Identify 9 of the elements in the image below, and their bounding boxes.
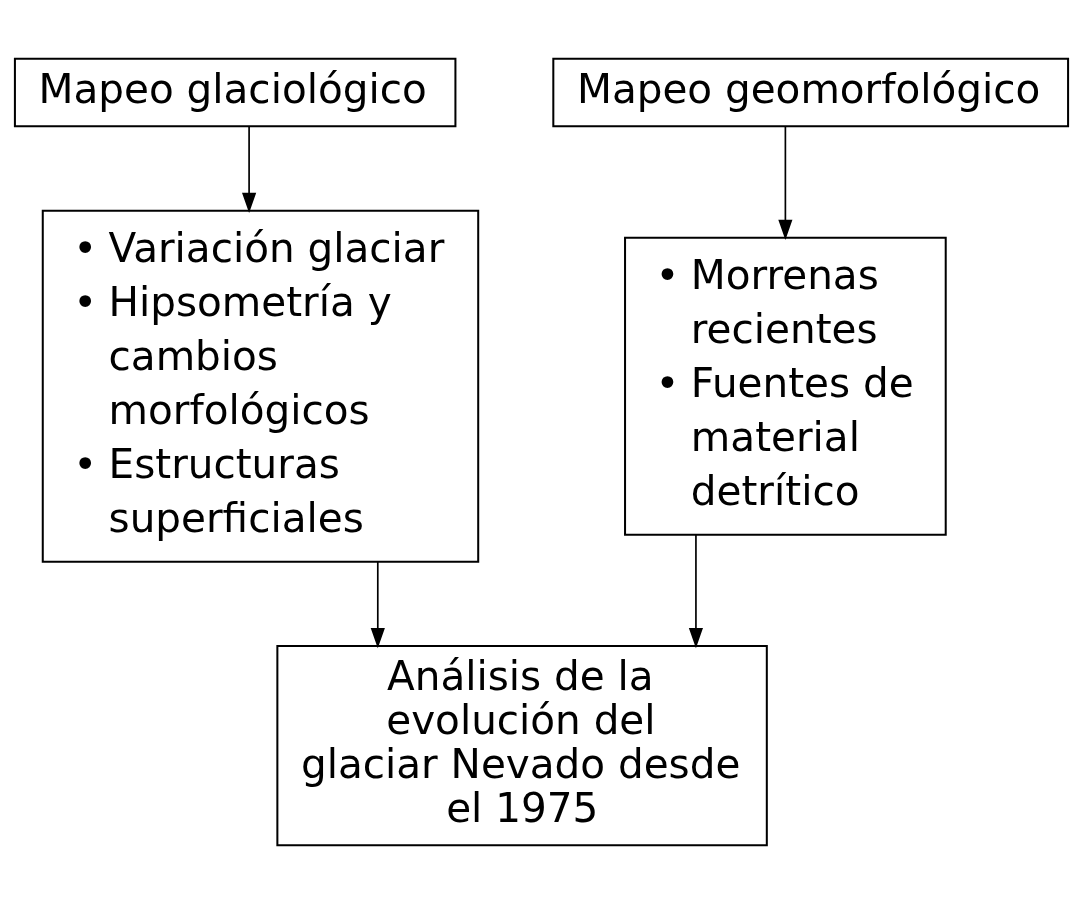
arrow [688, 534, 704, 649]
node-box: Análisis de la evolución del glaciar Nevado desde el 1975 [276, 645, 768, 847]
node-box: • Variación glaciar • Hipsometría y cambios morfológicos • Estructuras superficiales [41, 209, 480, 563]
arrow [370, 560, 385, 649]
node-box: • Morrenas recientes • Fuentes de material detrítico [624, 236, 947, 536]
arrow [778, 125, 793, 241]
node-box: Mapeo geomorfológico [552, 57, 1070, 128]
node-box: Mapeo glaciológico [13, 57, 457, 128]
arrow [242, 125, 257, 214]
